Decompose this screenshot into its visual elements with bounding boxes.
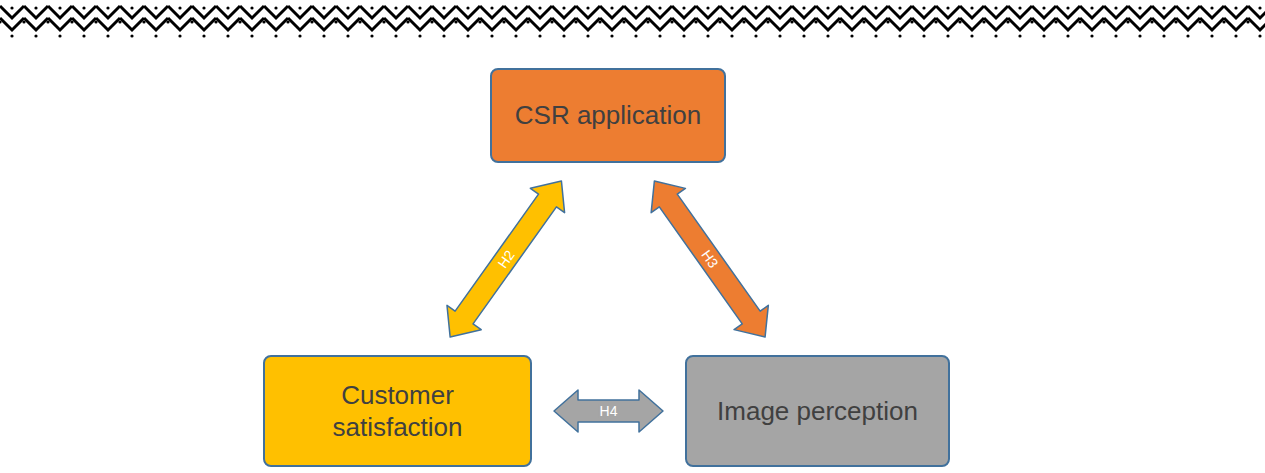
hypothesis-label: H4 [598, 404, 620, 418]
zigzag-pattern [0, 2, 1265, 40]
double-arrow [554, 390, 663, 432]
box-label: Customer satisfaction [277, 379, 518, 444]
process-box: CSR application [490, 68, 726, 163]
process-box: Customer satisfaction [263, 355, 532, 467]
box-label: Image perception [717, 395, 918, 428]
process-box: Image perception [685, 355, 950, 467]
hypothesis-label: H2 [494, 246, 518, 272]
double-arrow [447, 181, 565, 337]
box-label: CSR application [515, 99, 701, 132]
hypothesis-label: H3 [698, 246, 722, 272]
zigzag-border [0, 0, 1265, 45]
double-arrow [651, 181, 768, 337]
